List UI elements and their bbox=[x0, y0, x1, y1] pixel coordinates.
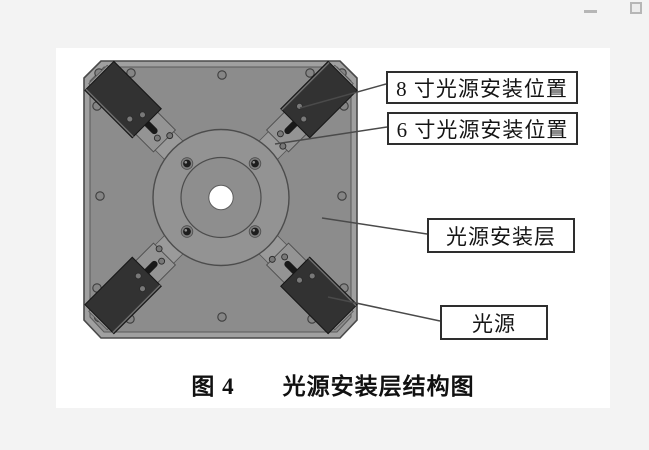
callout-light-source-label: 光源 bbox=[472, 311, 516, 336]
mounting-plate-diagram bbox=[82, 59, 441, 339]
leader-line-8inch bbox=[299, 83, 387, 109]
figure-caption: 图 4 光源安装层结构图 bbox=[56, 368, 610, 400]
callout-8inch-label: 8 寸光源安装位置 bbox=[396, 76, 568, 101]
leader-line-6inch bbox=[274, 126, 388, 145]
leader-lines bbox=[274, 83, 441, 322]
callout-light-source: 光源 bbox=[440, 305, 548, 340]
window-maximize-icon[interactable] bbox=[630, 2, 642, 14]
callout-6inch-label: 6 寸光源安装位置 bbox=[396, 117, 569, 142]
callout-6inch-position: 6 寸光源安装位置 bbox=[387, 112, 578, 145]
callout-8inch-position: 8 寸光源安装位置 bbox=[386, 71, 578, 104]
callout-mounting-layer-label: 光源安装层 bbox=[446, 224, 556, 249]
leader-line-plate bbox=[321, 217, 428, 235]
figure-number: 图 4 bbox=[191, 374, 235, 399]
center-hole bbox=[208, 184, 234, 211]
window-minimize-icon[interactable] bbox=[584, 10, 597, 13]
leader-line-light-source bbox=[327, 296, 441, 322]
figure-title: 光源安装层结构图 bbox=[282, 374, 475, 399]
callout-mounting-layer: 光源安装层 bbox=[427, 218, 575, 253]
